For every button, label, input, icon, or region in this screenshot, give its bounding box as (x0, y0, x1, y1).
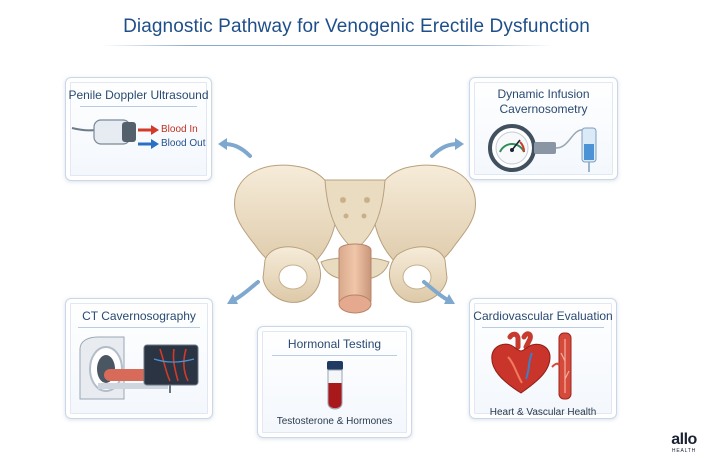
title-divider (102, 45, 552, 46)
card-cavernosometry: Dynamic Infusion Cavernosometry (469, 77, 618, 180)
ct-scanner-icon (79, 336, 199, 400)
arrow-to-cardio (422, 280, 455, 304)
card-label-ct: CT Cavernosography (82, 309, 196, 323)
card-divider (272, 355, 397, 356)
card-divider (78, 327, 200, 328)
card-cardiovascular-evaluation: Cardiovascular Evaluation Heart & Vascul… (469, 298, 617, 419)
ultrasound-probe-icon (71, 119, 136, 145)
card-label-hormonal: Hormonal Testing (287, 337, 382, 351)
allo-health-logo: allo HEALTH (664, 431, 704, 455)
page-title: Diagnostic Pathway for Venogenic Erectil… (123, 16, 590, 37)
card-label-doppler: Penile Doppler Ultrasound (68, 88, 209, 102)
pressure-gauge-icon (488, 124, 597, 172)
logo-word: allo (671, 431, 697, 448)
blood-out-label: Blood Out (161, 138, 206, 149)
arrow-to-ct (227, 280, 260, 304)
blood-in-label: Blood In (161, 124, 198, 135)
card-label-cardio: Cardiovascular Evaluation (473, 309, 613, 323)
card-ct-cavernosography: CT Cavernosography (65, 298, 213, 419)
blood-vessel-icon (551, 332, 572, 400)
blood-out-arrow-icon (138, 139, 159, 149)
card-hormonal-testing: Hormonal Testing Testosterone & Hormones (257, 326, 412, 438)
card-penile-doppler: Penile Doppler Ultrasound Blood In Blood… (65, 77, 212, 181)
blood-test-tube-icon (327, 361, 343, 410)
card-label-cavernosometry-line1: Dynamic Infusion (497, 87, 590, 101)
heart-icon (491, 331, 551, 394)
arrow-to-cavernosometry (430, 138, 464, 158)
arrow-to-doppler (218, 138, 252, 158)
card-label-cavernosometry-line2: Cavernosometry (499, 102, 588, 116)
hormonal-caption: Testosterone & Hormones (276, 416, 393, 427)
card-divider (482, 327, 604, 328)
card-divider (80, 106, 197, 107)
cardio-caption: Heart & Vascular Health (489, 407, 597, 418)
blood-in-arrow-icon (138, 125, 159, 135)
logo-sub: HEALTH (671, 448, 697, 454)
